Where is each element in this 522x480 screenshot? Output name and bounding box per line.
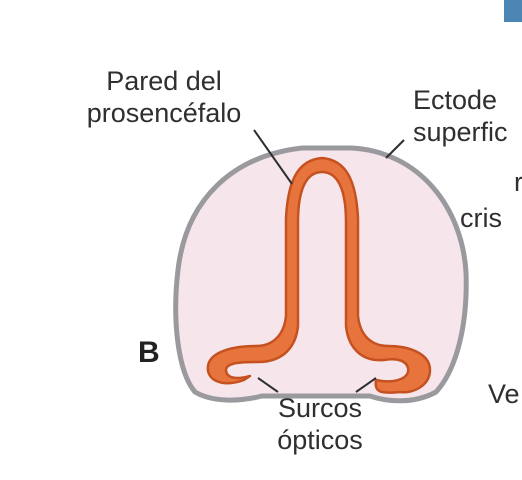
ectoderm-label-line-1: Ectode	[413, 85, 498, 115]
prosencephalon-wall	[206, 156, 432, 394]
groove-left-leader-line	[257, 377, 279, 393]
mesenchyme-region	[173, 145, 469, 404]
groove-right-leader-line	[355, 377, 377, 393]
vesicle-label-line-1: Ve	[488, 379, 520, 409]
optic-grooves-label: Surcos ópticos	[244, 392, 396, 456]
panel-letter: B	[138, 336, 160, 369]
ectoderm-label: Ectode superfic	[413, 84, 508, 148]
vesicle-label: Ve	[488, 378, 520, 410]
page-corner-tab	[504, 0, 522, 22]
wall-label: Pared del prosencéfalo	[60, 65, 268, 129]
crest-top-label: r	[514, 166, 522, 198]
crest-top-label-line-1: r	[514, 167, 522, 197]
crest-label-line-1: cris	[460, 203, 502, 233]
crest-label: cris	[460, 202, 502, 234]
ectoderm-label-line-2: superfic	[413, 117, 508, 147]
wall-leader-line	[253, 129, 293, 185]
optic-grooves-label-line-1: Surcos	[277, 393, 363, 423]
wall-label-line-1: Pared del	[106, 66, 222, 96]
optic-grooves-label-line-2: ópticos	[277, 425, 363, 455]
wall-label-line-2: prosencéfalo	[86, 98, 242, 128]
ectoderm-leader-line	[385, 139, 405, 159]
